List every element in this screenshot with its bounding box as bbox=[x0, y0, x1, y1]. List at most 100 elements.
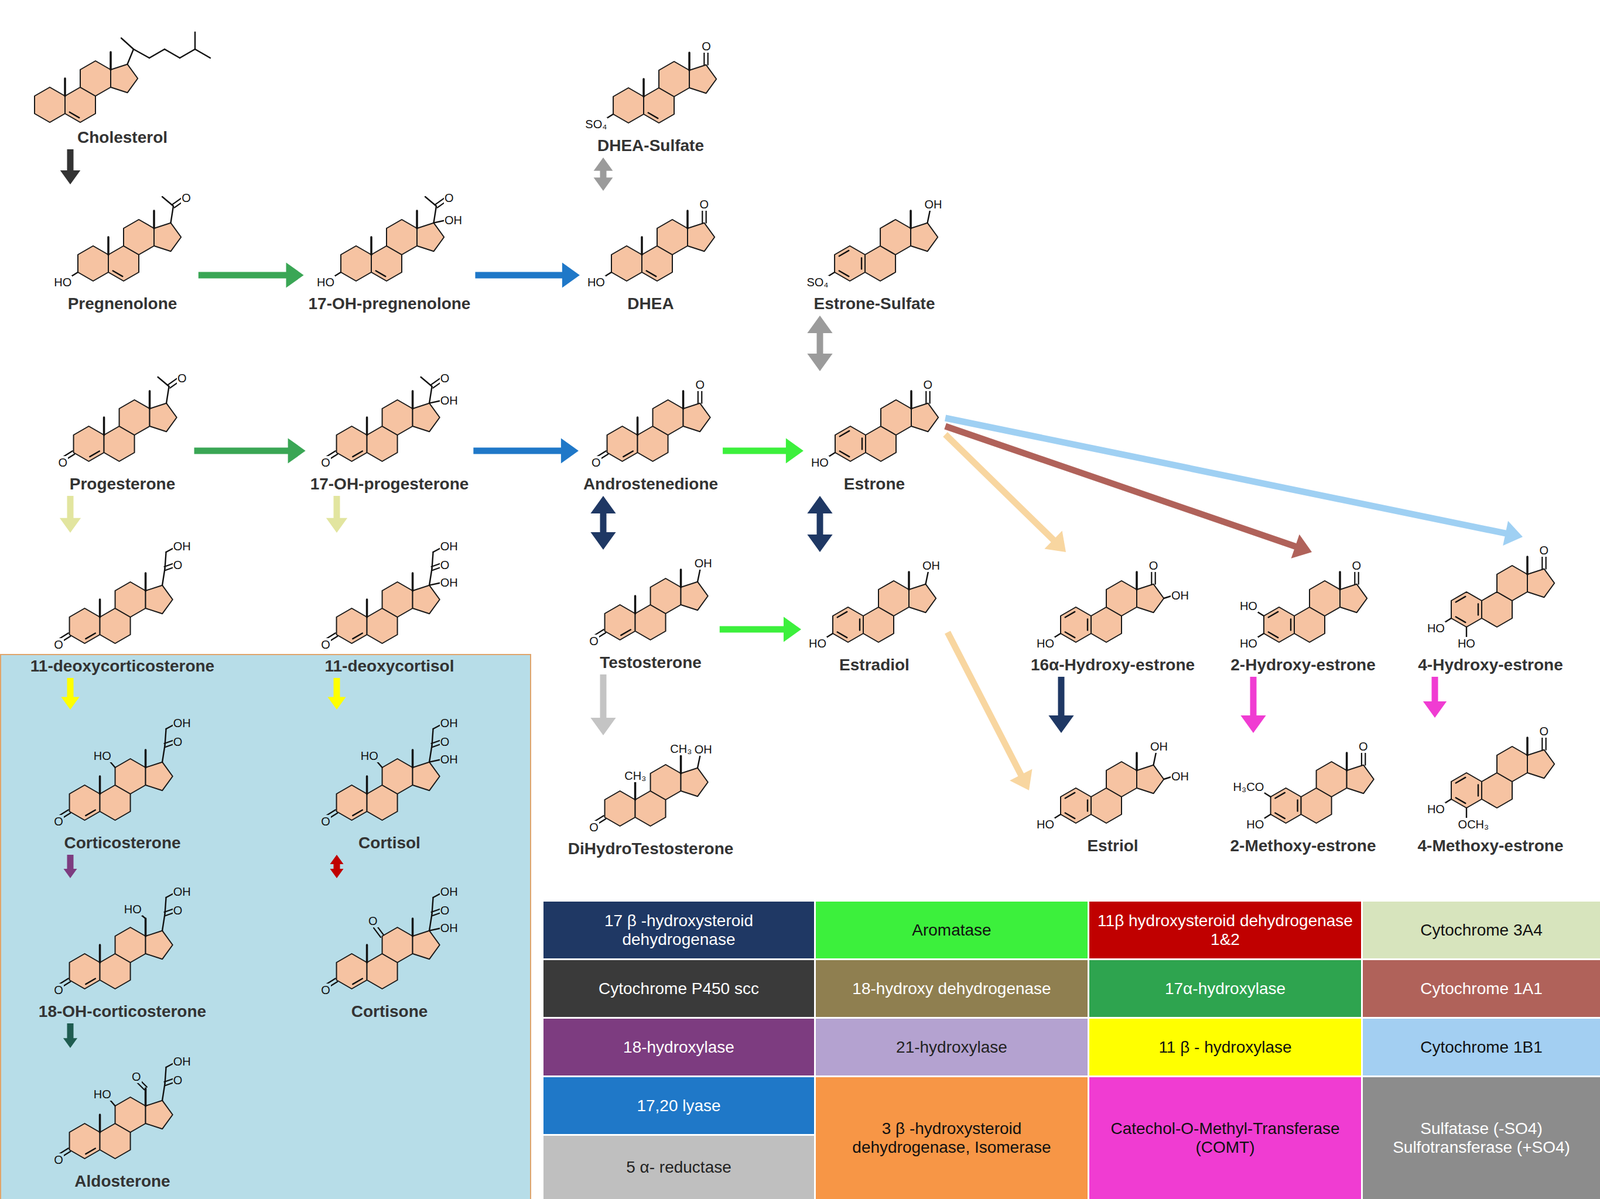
atom-label: OH bbox=[443, 213, 463, 227]
compound-node: AldosteroneOHOHOOO bbox=[48, 1050, 197, 1192]
arrow-head bbox=[329, 855, 344, 865]
compound-name: 17-OH-pregnenolone bbox=[308, 294, 471, 314]
bond-line bbox=[1465, 808, 1468, 819]
bond-line bbox=[1065, 813, 1076, 820]
steroid-ring bbox=[412, 585, 440, 615]
compound-name: 4-Hydroxy-estrone bbox=[1417, 655, 1563, 675]
structure-drawing bbox=[825, 390, 939, 462]
steroid-structure bbox=[29, 27, 215, 128]
reaction-arrow bbox=[1048, 677, 1074, 734]
bond-line bbox=[63, 78, 67, 97]
reaction-arrow bbox=[60, 678, 80, 710]
bond-line bbox=[370, 237, 373, 255]
steroid-ring bbox=[689, 65, 717, 94]
structure-drawing bbox=[59, 724, 176, 821]
arrow-shaft bbox=[474, 272, 566, 279]
atom-label: OCH₃ bbox=[1457, 818, 1490, 832]
bond-line bbox=[113, 271, 123, 278]
bond-line bbox=[411, 573, 415, 591]
bond-line bbox=[1065, 612, 1076, 618]
bond-line bbox=[164, 49, 180, 58]
structure-drawing bbox=[1051, 752, 1174, 824]
bond-line bbox=[366, 417, 369, 436]
atom-label: HO bbox=[1426, 802, 1446, 816]
atom-label: OH bbox=[1170, 770, 1190, 784]
compound-name: Estriol bbox=[1086, 836, 1138, 856]
reaction-arrow bbox=[807, 496, 833, 553]
compound-node: 18-OH-corticosteroneOHOHOO bbox=[36, 880, 209, 1022]
bond-line bbox=[1154, 571, 1157, 585]
atom-label: OH bbox=[439, 716, 459, 730]
atom-label: O bbox=[320, 815, 331, 829]
structure-drawing bbox=[68, 196, 185, 282]
arrow-shaft bbox=[1058, 677, 1065, 720]
reaction-arrow bbox=[473, 438, 579, 464]
compound-name: DHEA bbox=[627, 294, 674, 314]
bond-line bbox=[1135, 753, 1138, 771]
steroid-ring bbox=[611, 245, 642, 282]
legend-text: 3 β -hydroxysteroid dehydrogenase, Isome… bbox=[822, 1119, 1081, 1158]
arrow-shaft bbox=[600, 510, 607, 536]
bond-line bbox=[1065, 632, 1076, 639]
bond-line bbox=[373, 928, 381, 938]
bond-line bbox=[166, 386, 170, 404]
bond-line bbox=[415, 210, 419, 229]
bond-line bbox=[133, 49, 150, 58]
bond-line bbox=[1455, 596, 1466, 603]
legend-text: 17,20 lyase bbox=[636, 1096, 721, 1116]
atom-label: HO bbox=[93, 749, 112, 763]
steroid-structure bbox=[315, 535, 464, 656]
compound-node: CorticosteroneOHOHOO bbox=[48, 712, 197, 853]
atom-label: O bbox=[131, 1070, 142, 1084]
atom-label: O bbox=[443, 191, 455, 205]
steroid-ring bbox=[115, 759, 146, 795]
atom-label: HO bbox=[586, 275, 606, 289]
legend-text: 17 β -hydroxysteroid dehydrogenase bbox=[550, 911, 808, 950]
steroid-ring bbox=[878, 580, 909, 617]
atom-label: OH bbox=[693, 743, 713, 757]
atom-label: O bbox=[53, 638, 64, 652]
bond-line bbox=[634, 782, 637, 800]
atom-label: HO bbox=[808, 637, 827, 651]
steroid-ring bbox=[69, 1123, 101, 1160]
bond-line bbox=[366, 945, 369, 963]
bond-line bbox=[98, 1115, 102, 1133]
compound-node: TestosteroneOHO bbox=[583, 552, 718, 673]
bond-line bbox=[707, 52, 709, 66]
bond-line bbox=[839, 431, 850, 437]
atom-label: SO₄ bbox=[805, 275, 829, 289]
atom-label: O bbox=[1351, 559, 1363, 573]
arrow-shaft bbox=[333, 496, 341, 522]
structure-drawing bbox=[331, 196, 448, 282]
steroid-ring bbox=[1496, 565, 1528, 601]
compound-name: 18-OH-corticosterone bbox=[38, 1002, 207, 1022]
atom-label: O bbox=[701, 39, 712, 53]
compound-node: 16α-Hydroxy-estroneOOHHO bbox=[1028, 554, 1198, 675]
compound-node: DHEA-SulfateOSO₄ bbox=[579, 35, 721, 156]
compound-name: Testosterone bbox=[599, 653, 702, 673]
bond-line bbox=[1544, 556, 1547, 570]
atom-label: HO bbox=[1239, 599, 1258, 613]
bond-line bbox=[411, 918, 415, 937]
structure-drawing bbox=[1441, 737, 1555, 819]
steroid-ring bbox=[1309, 580, 1340, 617]
steroid-ring bbox=[911, 223, 939, 252]
arrow-head bbox=[59, 518, 81, 533]
bond-line bbox=[152, 210, 156, 229]
steroid-ring bbox=[613, 87, 644, 123]
corticoid-panel bbox=[0, 654, 531, 1199]
bond-line bbox=[1477, 784, 1479, 796]
arrow-head bbox=[326, 518, 348, 533]
arrow-shaft bbox=[945, 418, 1509, 535]
steroid-structure bbox=[48, 712, 197, 833]
compound-node: EstroneOHO bbox=[805, 373, 943, 494]
reaction-arrow bbox=[722, 438, 804, 464]
bond-line bbox=[697, 569, 701, 583]
arrow-shaft bbox=[947, 632, 1023, 779]
atom-label: HO bbox=[1457, 637, 1476, 651]
bond-line bbox=[144, 918, 147, 937]
bond-line bbox=[162, 745, 166, 763]
legend-text: Cytochrome 3A4 bbox=[1420, 921, 1543, 940]
compound-node: PregnenoloneOHO bbox=[48, 186, 197, 314]
arrow-head bbox=[807, 534, 833, 553]
